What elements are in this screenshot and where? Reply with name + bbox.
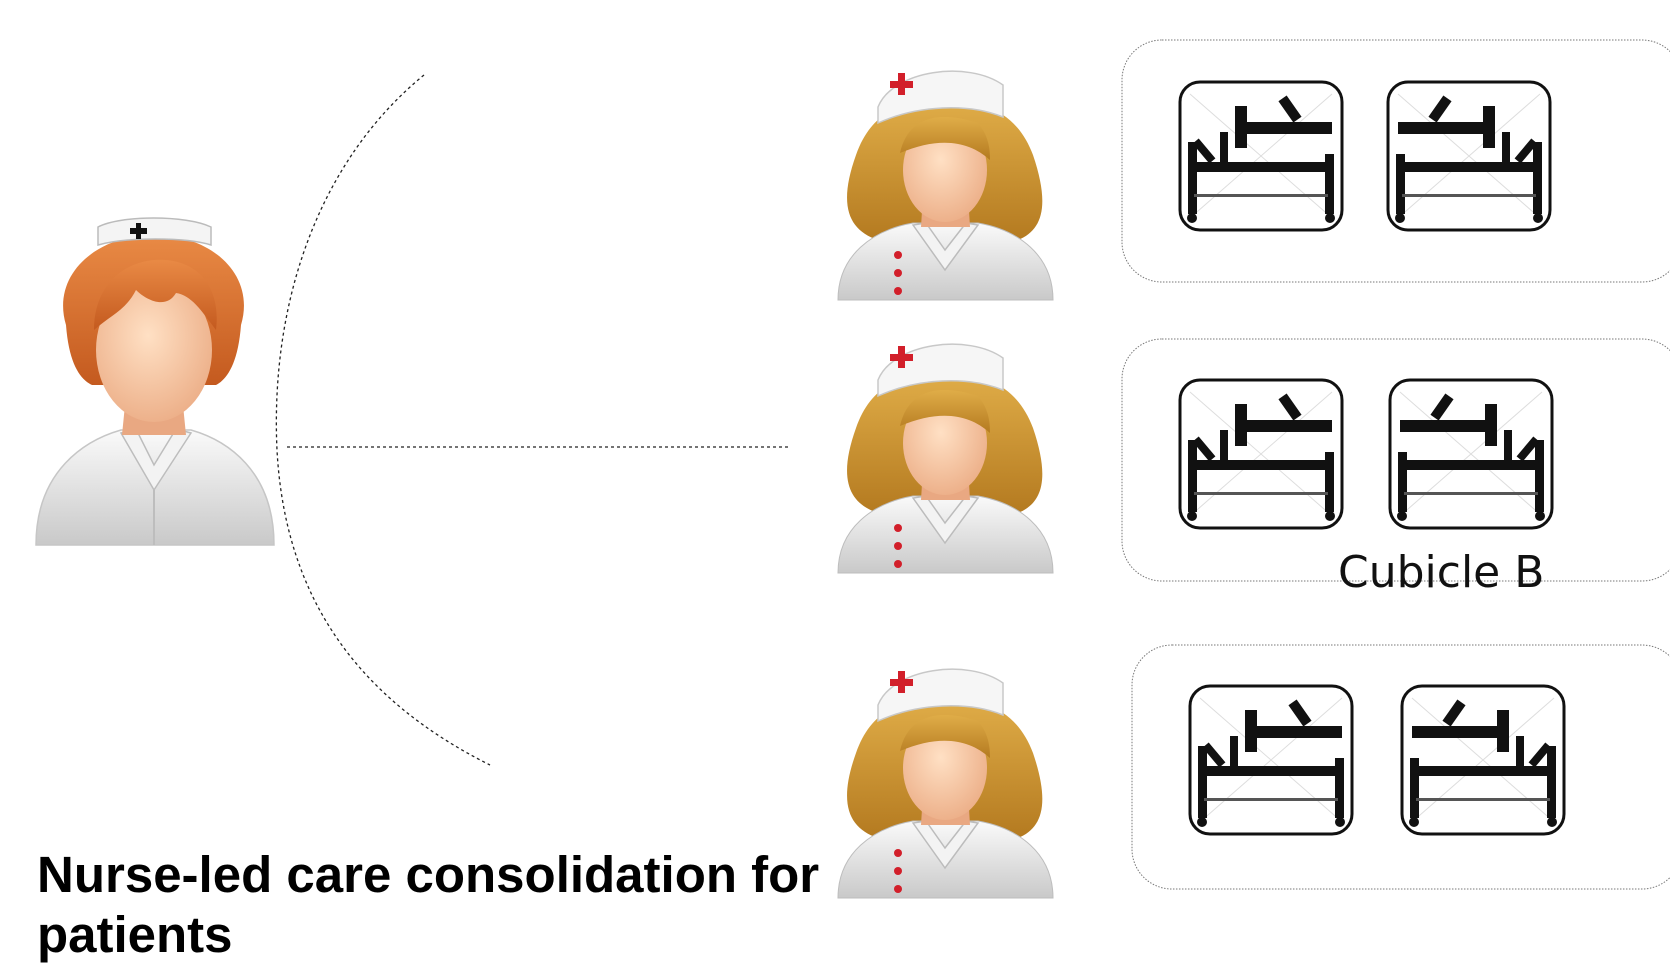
hospital-bed-icon: [1386, 80, 1552, 232]
connector-arc: [275, 74, 491, 766]
diagram-caption: Nurse-led care consolidation for patient…: [37, 846, 820, 963]
ward-nurse-icon: [837, 343, 1054, 574]
cubicle-box: [1121, 39, 1670, 283]
hospital-bed-icon: [1178, 80, 1344, 232]
hospital-bed-icon: [1188, 684, 1354, 836]
cubicle-box: [1131, 644, 1670, 890]
hospital-bed-icon: [1400, 684, 1566, 836]
cubicle-label: Cubicle B: [1338, 547, 1545, 598]
ward-nurse-icon: [837, 70, 1054, 301]
lead-nurse-icon: [26, 215, 288, 585]
cubicle-box: [1121, 338, 1670, 582]
hospital-bed-icon: [1388, 378, 1554, 530]
hospital-bed-icon: [1178, 378, 1344, 530]
